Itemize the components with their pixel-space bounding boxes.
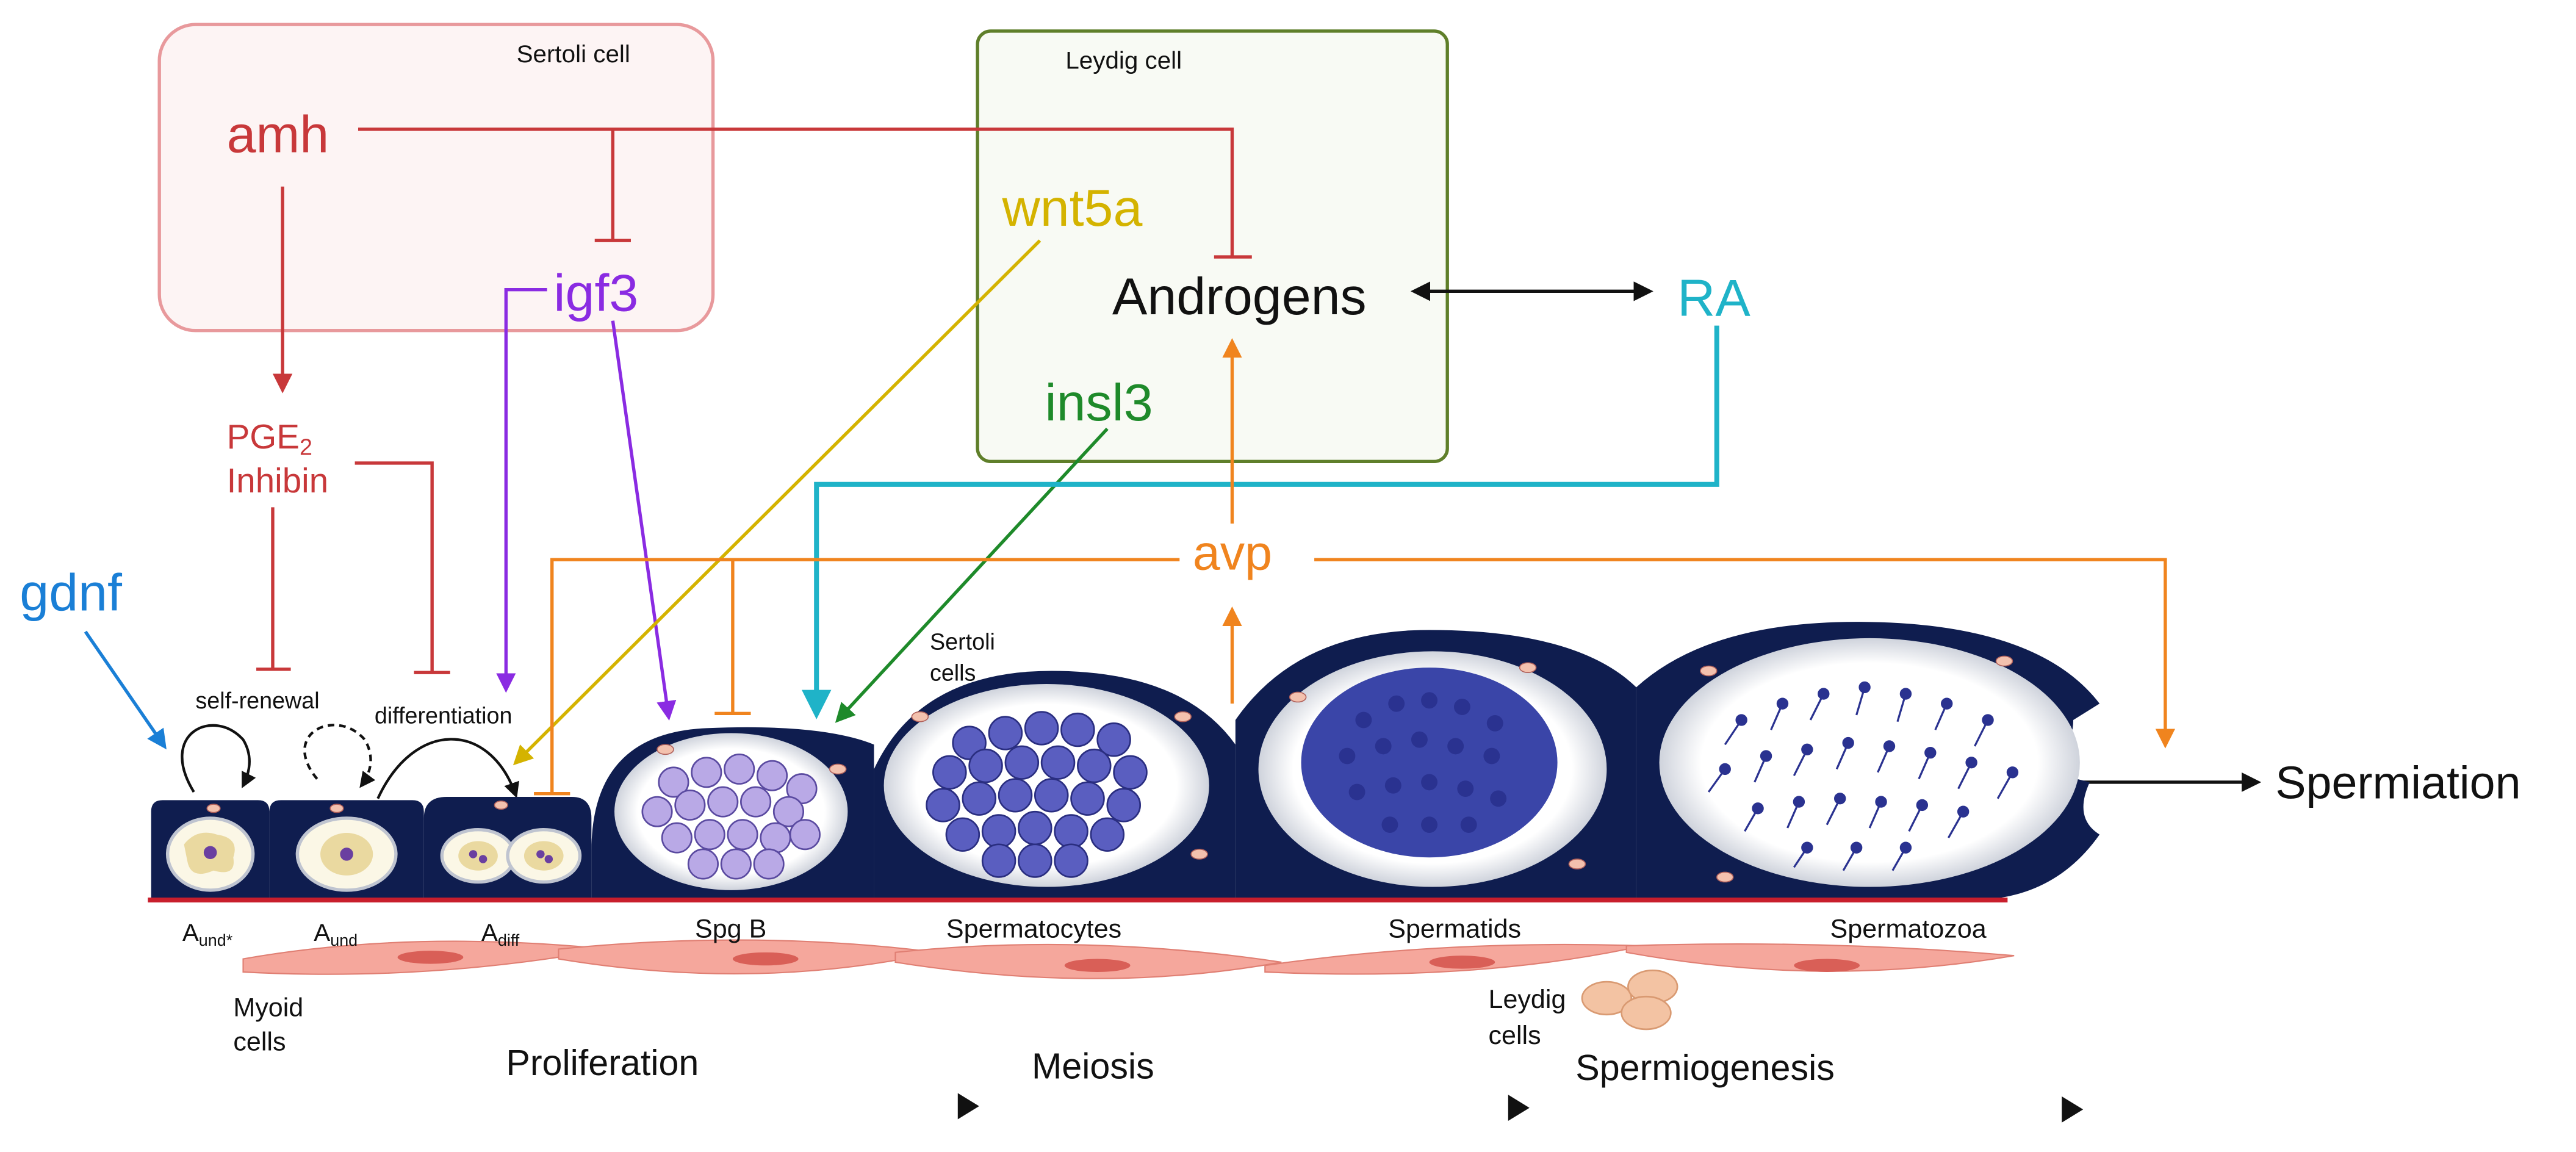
leydig-cells-label: Leydig cells [1488, 985, 1573, 1050]
self-renewal-label: self-renewal [195, 688, 319, 713]
wnt5a-label: wnt5a [1001, 179, 1142, 237]
stage-label-spermatids: Spermatids [1388, 915, 1521, 944]
sertoli-cell-box [157, 23, 715, 333]
leydig-cells-cluster [1581, 969, 1678, 1031]
stage-label-adiff: Adiff [481, 919, 520, 949]
leydig-cell-title: Leydig cell [1065, 47, 1182, 74]
avp-label: avp [1193, 525, 1272, 580]
phase-arrows [466, 1103, 2065, 1112]
myoid-cells-label: Myoid cells [233, 993, 311, 1056]
spermatocyte-cells [926, 711, 1148, 878]
insl3-label: insl3 [1045, 373, 1153, 432]
leydig-cell-box [976, 29, 1449, 463]
igf3-label: igf3 [553, 264, 638, 323]
androgens-label: Androgens [1112, 267, 1367, 326]
ra-label: RA [1677, 269, 1750, 328]
amh-androgens-inhibition [358, 128, 1234, 257]
seminiferous-cysts [148, 622, 2100, 903]
myoid-cells-layer [242, 939, 2015, 979]
phase-label-proliferation: Proliferation [506, 1042, 699, 1083]
amh-label: amh [227, 106, 329, 164]
inhibin-differentiation-inhibition [354, 461, 434, 673]
amh-connectors [256, 128, 1252, 674]
stage-label-aund-star: Aund* [182, 919, 233, 949]
renewal-arrows [181, 724, 519, 799]
igf3-connectors [496, 288, 677, 721]
differentiation-label: differentiation [375, 702, 513, 728]
stage-label-aund: Aund [314, 919, 358, 949]
sertoli-cell-title: Sertoli cell [517, 40, 630, 68]
phase-label-spermiogenesis: Spermiogenesis [1575, 1047, 1835, 1088]
inhibin-label: Inhibin [227, 461, 329, 500]
wnt5a-arrow [513, 239, 1042, 766]
stage-label-spermatocytes: Spermatocytes [946, 915, 1121, 944]
avp-connectors [534, 338, 2176, 796]
spermiation-label: Spermiation [2275, 757, 2520, 808]
phase-label-meiosis: Meiosis [1032, 1045, 1154, 1086]
ra-arrow [801, 325, 1719, 719]
pge2-label: PGE2 [227, 417, 312, 460]
stage-label-spermatozoa: Spermatozoa [1830, 915, 1987, 944]
sertoli-cells-label: Sertoli cells [930, 629, 1001, 686]
insl3-arrow [835, 427, 1109, 723]
stage-label-spg-b: Spg B [695, 915, 766, 944]
gdnf-label: gdnf [20, 563, 123, 622]
gdnf-arrow [84, 630, 167, 750]
